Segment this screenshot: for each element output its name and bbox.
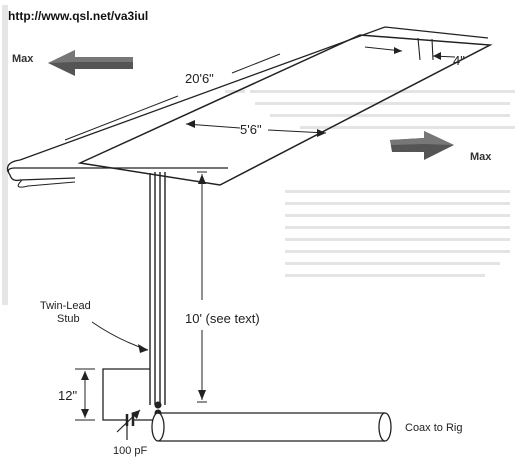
stub-label-group: Twin-Lead Stub: [40, 300, 149, 353]
max-arrow-right: Max: [390, 131, 492, 163]
height-12-label: 12": [58, 388, 77, 403]
height-12-dimension: 12": [58, 368, 95, 421]
antenna-plate: [77, 34, 493, 186]
twin-lead-stub: [149, 172, 166, 405]
total-length-dimension: 20'6": [64, 53, 281, 141]
max-arrow-left: Max: [12, 50, 133, 76]
feed-length-label: 10' (see text): [185, 311, 260, 326]
coax-label: Coax to Rig: [405, 422, 462, 434]
stub-label-line1: Twin-Lead: [40, 300, 91, 312]
max-right-label: Max: [470, 151, 492, 163]
antenna-loop: [6, 26, 489, 182]
stub-label-line2: Stub: [57, 313, 80, 325]
url-text: http://www.qsl.net/va3iul: [8, 9, 148, 23]
total-length-label: 20'6": [185, 71, 214, 86]
background-text-ghost: [2, 5, 515, 305]
junction-dot-top: [154, 401, 162, 409]
capacitor-label: 100 pF: [113, 445, 148, 457]
gap-width-dimension: 5'6": [185, 120, 327, 137]
small-gap-dimension: 4": [364, 37, 465, 68]
small-gap-label: 4": [453, 53, 465, 68]
gap-width-label: 5'6": [240, 122, 262, 137]
feed-length-dimension: 10' (see text): [185, 171, 260, 403]
capacitor-circuit: 100 pF: [102, 368, 155, 457]
outer-loop-back: [17, 179, 76, 188]
max-left-label: Max: [12, 53, 34, 65]
coax-cable: Coax to Rig: [151, 412, 462, 442]
